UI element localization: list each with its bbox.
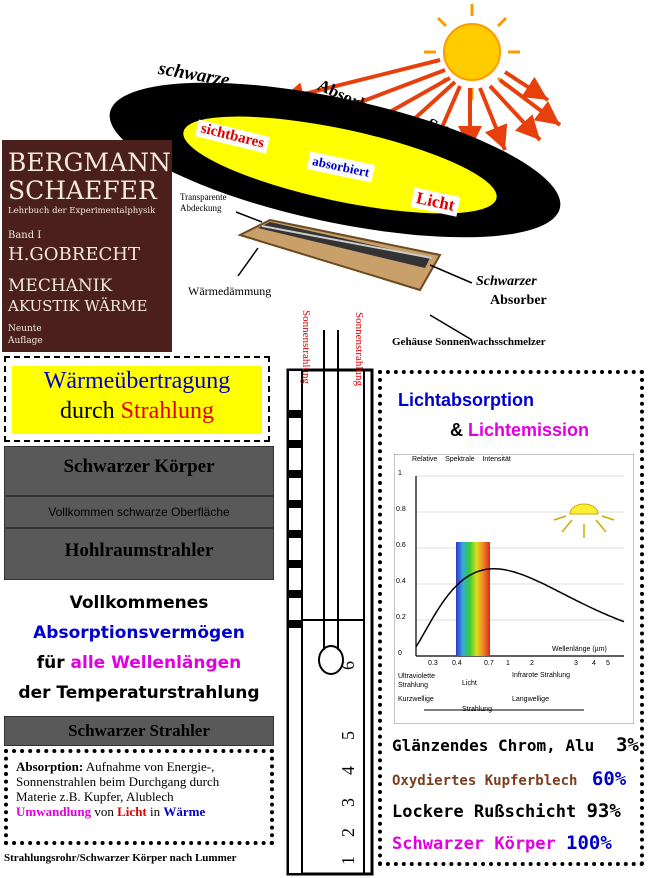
row-kupfer-value: 60% [591, 768, 627, 790]
graph-ytick-04: 0.4 [396, 578, 406, 585]
row-chrom: Glänzendes Chrom, Alu 3% [392, 734, 639, 756]
white-line4: der Temperaturstrahlung [18, 683, 260, 703]
label-transparente-abdeckung: Transparente Abdeckung [180, 192, 227, 213]
title-durch: durch [60, 398, 115, 424]
graph-uv: Ultraviolette Strahlung [398, 673, 435, 689]
abs-label: Absorption: [16, 759, 84, 774]
graph-xtick-2: 2 [530, 660, 534, 667]
title-strahlung: Strahlung [120, 398, 214, 424]
book-line-band: Band I [8, 230, 42, 241]
graph-xtick-04: 0.4 [452, 660, 462, 667]
graph-ytick-06: 0.6 [396, 542, 406, 549]
book-line-akustik: AKUSTIK WÄRME [8, 297, 148, 315]
right-title-amp: & [450, 420, 463, 440]
abs-von: von [94, 804, 114, 819]
graph-xtick-07: 0.7 [484, 660, 494, 667]
white-fuer: für [36, 653, 65, 673]
row-schwarzer-value: 100% [566, 832, 612, 854]
tube-tick-5: 5 [338, 731, 358, 740]
white-line3: für alle Wellenlängen [4, 648, 274, 678]
graph-ir: Infrarote Strahlung [512, 672, 570, 679]
title-line1: Wärmeübertragung [43, 368, 231, 394]
label-absorber-lower: Absorber [490, 293, 547, 308]
label-gehaeuse: Gehäuse Sonnenwachsschmelzer [392, 336, 546, 348]
graph-lang: Langwellige [512, 696, 549, 703]
book-line-schaefer: SCHAEFER [8, 176, 157, 205]
absorber-housing [237, 218, 442, 292]
book-line-gobrecht: H.GOBRECHT [8, 244, 140, 265]
tube-label-1: Sonnenstrahlung [300, 310, 312, 384]
white-alle: alle Wellenlängen [70, 653, 242, 673]
radiation-tube [286, 330, 374, 876]
row-russ: Lockere Rußschicht 93% [392, 800, 621, 822]
abs-in: in [150, 804, 161, 819]
right-title2: & Lichtemission [450, 420, 589, 441]
tube-tick-1: 1 [338, 856, 358, 865]
book-line-neunte: Neunte [8, 324, 42, 334]
absorption-definition-box: Absorption: Aufnahme von Energie-, Sonne… [4, 749, 274, 845]
tube-label-2: Sonnenstrahlung [353, 312, 365, 386]
label-schwarzer: Schwarzer [476, 274, 537, 289]
graph-ytick-02: 0.2 [396, 614, 406, 621]
graph-xtick-03: 0.3 [428, 660, 438, 667]
row-kupfer: Oxydiertes Kupferblech 60% [392, 768, 626, 790]
label-waermedaemmung: Wärmedämmung [188, 284, 272, 298]
abs-licht: Licht [117, 804, 147, 819]
title-box: Wärmeübertragung durch Strahlung [4, 356, 270, 442]
graph-ytick-1: 1 [398, 470, 402, 477]
absorption-capacity-box: Vollkommenes Absorptionsvermögen für all… [4, 580, 274, 716]
title-line2: durch Strahlung [12, 396, 262, 426]
spectral-intensity-graph [394, 454, 634, 724]
row-russ-value: 93% [586, 800, 621, 822]
row-chrom-value: 3% [615, 734, 639, 756]
book-cover: BERGMANN SCHAEFER Lehrbuch der Experimen… [2, 140, 172, 352]
tube-tick-6: 6 [338, 661, 358, 670]
tube-tick-2: 2 [338, 828, 358, 837]
row-russ-label: Lockere Rußschicht [392, 802, 577, 822]
row-kupfer-label: Oxydiertes Kupferblech [392, 773, 578, 789]
graph-xtick-5: 5 [606, 660, 610, 667]
graph-header: Relative Spektrale Intensität [412, 456, 511, 463]
tube-tick-3: 3 [338, 798, 358, 807]
row-chrom-label: Glänzendes Chrom, Alu [392, 736, 595, 755]
bar-hohlraumstrahler: Hohlraumstrahler [4, 528, 274, 580]
white-line2: Absorptionsvermögen [33, 623, 245, 643]
graph-ytick-08: 0.8 [396, 506, 406, 513]
bar-schwarzer-koerper: Schwarzer Körper [4, 446, 274, 496]
graph-xtick-1: 1 [506, 660, 510, 667]
spectral-curve [415, 568, 625, 648]
abs-waerme: Wärme [163, 804, 206, 819]
abs-text: Aufnahme von Energie-, Sonnenstrahlen be… [16, 759, 220, 804]
white-line1: Vollkommenes [69, 593, 209, 613]
bar-vollkommen-schwarze: Vollkommen schwarze Oberfläche [4, 496, 274, 528]
graph-xtick-4: 4 [592, 660, 596, 667]
light-absorption-box: Lichtabsorption & Lichtemission [378, 370, 644, 866]
right-title1: Lichtabsorption [398, 390, 534, 410]
abs-umwandlung: Umwandlung [16, 804, 92, 819]
title-box-yellow: Wärmeübertragung durch Strahlung [12, 366, 262, 434]
graph-xlabel: Wellenlänge (µm) [552, 646, 607, 653]
bar-schwarzer-strahler: Schwarzer Strahler [4, 716, 274, 746]
row-schwarzer: Schwarzer Körper 100% [392, 832, 612, 854]
graph-xtick-3: 3 [574, 660, 578, 667]
book-line-bergmann: BERGMANN [8, 148, 171, 177]
small-sun-icon [553, 503, 615, 538]
row-schwarzer-label: Schwarzer Körper [392, 834, 556, 854]
tube-tick-4: 4 [338, 766, 358, 775]
graph-licht: Licht [462, 680, 477, 687]
graph-kurz: Kurzwellige [398, 696, 434, 703]
book-line-lehrbuch: Lehrbuch der Experimentalphysik [8, 206, 156, 216]
graph-ytick-0: 0 [398, 650, 402, 657]
book-line-mechanik: MECHANIK [8, 276, 113, 296]
right-title-emission: Lichtemission [468, 420, 590, 440]
book-line-auflage: Auflage [8, 336, 43, 346]
graph-strahlung: Strahlung [462, 706, 492, 713]
caption-lummer: Strahlungsrohr/Schwarzer Körper nach Lum… [4, 852, 237, 864]
